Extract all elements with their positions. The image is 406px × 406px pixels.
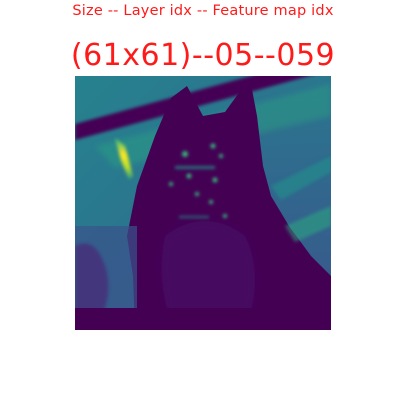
header-caption: Size -- Layer idx -- Feature map idx: [72, 3, 334, 19]
feature-map-title: (61x61)--05--059: [70, 38, 336, 73]
feature-map-image: [75, 76, 331, 330]
activation-edge: [115, 138, 133, 180]
